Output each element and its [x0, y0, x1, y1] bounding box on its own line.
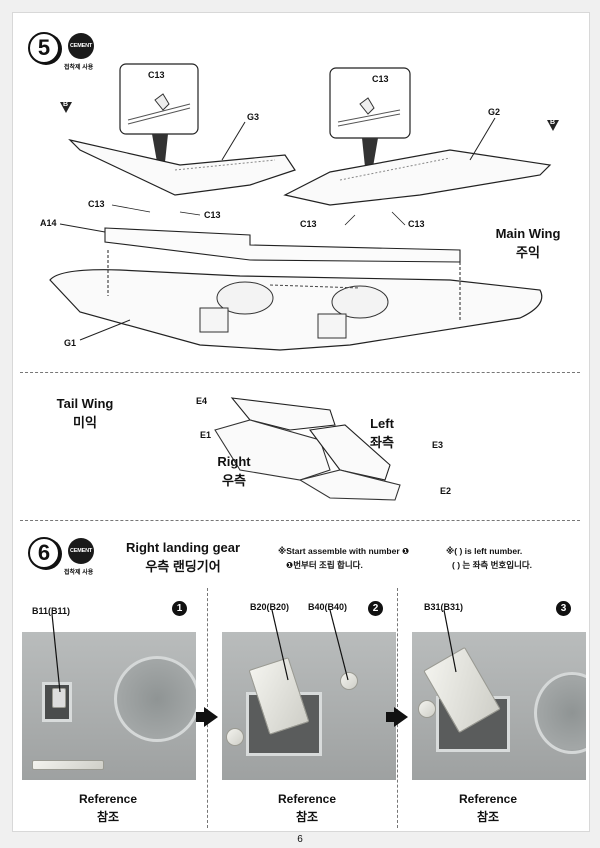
panel2-part-label-a: B20(B20) [250, 602, 290, 612]
cement-icon: CEMENT [68, 33, 94, 59]
panel3-number: 3 [556, 601, 571, 616]
step6-title-en: Right landing gear [125, 540, 241, 555]
arrow-right-icon-2 [394, 707, 408, 727]
note2-en: ※( ) is left number. [446, 546, 523, 556]
panel1-photo [22, 632, 196, 780]
step6-title-ko: 우측 랜딩기어 [145, 559, 221, 574]
label-g3: G3 [247, 112, 260, 122]
detail-line-left [127, 103, 191, 121]
right-title-en: Right [217, 454, 251, 469]
note1-ko: ❶번부터 조립 합니다. [286, 560, 363, 570]
panel1-ref-ko: 참조 [96, 810, 120, 824]
note2-ko: ( ) 는 좌측 번호입니다. [452, 560, 533, 570]
label-c13-rr: C13 [408, 219, 425, 229]
label-g1: G1 [64, 338, 77, 348]
c13-part-detail-right [359, 97, 375, 115]
panel2-part-label-b: B40(B40) [308, 602, 348, 612]
tail-wing-title-ko: 미익 [73, 415, 97, 430]
main-wing-title-en: Main Wing [495, 226, 561, 241]
wheel-well-left [216, 281, 274, 315]
wing-g1 [49, 269, 543, 351]
spar-a14 [104, 227, 461, 263]
page-number: 6 [297, 834, 303, 845]
panel3-part-label: B31(B31) [424, 602, 464, 612]
panel3-ref-en: Reference [458, 792, 518, 806]
panel2-number: 2 [368, 601, 383, 616]
label-c13-detail-right: C13 [372, 74, 389, 84]
label-e3: E3 [432, 440, 444, 450]
step-6-number: 6 [28, 537, 60, 569]
label-e2: E2 [440, 486, 452, 496]
label-e4: E4 [196, 396, 208, 406]
step5-drawing [49, 63, 552, 501]
marker-b-left-label: B [63, 101, 69, 108]
arrow-1-stem [196, 712, 204, 722]
arrow-2-stem [386, 712, 394, 722]
section-divider-2 [20, 520, 580, 521]
panel2-ref-ko: 참조 [295, 810, 319, 824]
cement-ko-label: 접착제 사용 [64, 65, 94, 71]
panel1-ref-en: Reference [78, 792, 138, 806]
label-a14: A14 [40, 218, 57, 228]
cement-icon-2: CEMENT [68, 538, 94, 564]
cement-ko-label-2: 접착제 사용 [64, 570, 94, 576]
panel1-part-label: B11(B11) [32, 606, 71, 616]
marker-b-right-label: B [550, 119, 556, 126]
label-c13-rl: C13 [300, 219, 317, 229]
tail-e3 [309, 424, 391, 481]
panel1-number: 1 [172, 601, 187, 616]
label-e1: E1 [200, 430, 212, 440]
panel2-ref-en: Reference [277, 792, 337, 806]
panel3-ref-ko: 참조 [476, 810, 500, 824]
marker-b-right [547, 120, 559, 131]
wheel-well-right [331, 285, 389, 319]
tail-e4 [230, 397, 336, 431]
main-wing-title-ko: 주익 [516, 245, 540, 260]
left-title-en: Left [370, 416, 394, 431]
marker-b-left [60, 102, 72, 113]
wing-g3 [68, 138, 296, 196]
panel3-photo [412, 632, 586, 780]
section-divider [20, 372, 580, 373]
label-g2: G2 [488, 107, 501, 117]
right-title-ko: 우측 [222, 473, 246, 488]
left-title-ko: 좌측 [370, 435, 394, 450]
note1-en: ※Start assemble with number ❶ [278, 546, 410, 556]
tail-e1 [214, 419, 331, 481]
panel2-photo [222, 632, 396, 780]
tail-e2 [298, 469, 401, 501]
arrow-right-icon [204, 707, 218, 727]
label-c13-ll: C13 [88, 199, 105, 209]
tail-wing-title-en: Tail Wing [56, 396, 114, 411]
label-c13-detail-left: C13 [148, 70, 165, 80]
step-5-number: 5 [28, 32, 60, 64]
wing-g2 [283, 149, 552, 206]
label-c13-lr: C13 [204, 210, 221, 220]
c13-part-detail-left [154, 93, 170, 111]
